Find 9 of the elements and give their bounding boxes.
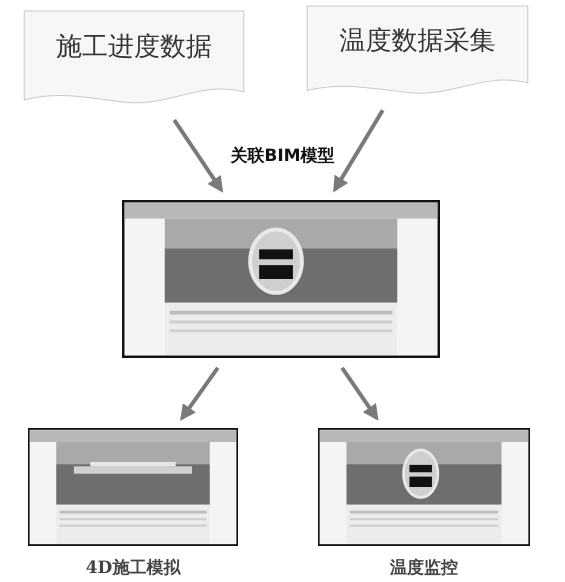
document-text: 温度数据采集 — [340, 25, 496, 58]
node-label: 温度监控 — [389, 557, 459, 580]
arrow — [333, 109, 384, 192]
arrow — [172, 118, 224, 193]
arrow — [180, 366, 220, 421]
node-label: 4D施工模拟 — [84, 557, 182, 580]
arrow — [340, 366, 378, 421]
arrow-label: 关联BIM模型 — [229, 145, 336, 168]
document-text: 施工进度数据 — [56, 31, 212, 64]
